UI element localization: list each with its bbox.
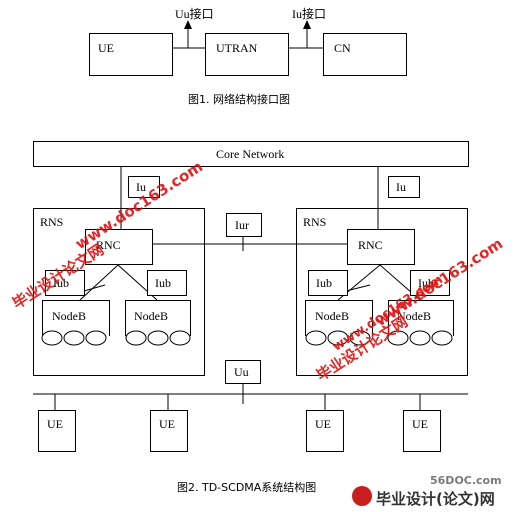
footer-site-watermark: 56DOC.com bbox=[430, 474, 502, 487]
nodeb-label: NodeB bbox=[52, 309, 86, 323]
rns-left-box: RNS bbox=[33, 208, 205, 376]
nodeb-box: NodeB bbox=[388, 300, 454, 336]
fig1-utran-label: UTRAN bbox=[216, 41, 258, 55]
rnc-right-label: RNC bbox=[358, 238, 383, 252]
rns-left-label: RNS bbox=[40, 215, 64, 229]
nodeb-label: NodeB bbox=[315, 309, 349, 323]
fig1-caption: 图1. 网络结构接口图 bbox=[188, 93, 290, 106]
nodeb-cylinders bbox=[41, 330, 453, 346]
footer-logo-icon bbox=[352, 486, 372, 506]
fig1-ue-box: UE bbox=[89, 33, 173, 76]
rnc-right-box: RNC bbox=[347, 229, 415, 265]
iur-label: Iur bbox=[235, 218, 249, 232]
ue-label: UE bbox=[159, 417, 175, 431]
fig1-ue-label: UE bbox=[98, 41, 114, 55]
nodeb-box: NodeB bbox=[125, 300, 191, 336]
iub-box: Iub bbox=[45, 270, 85, 296]
iub-label: Iub bbox=[316, 276, 332, 290]
ue-box: UE bbox=[38, 410, 76, 452]
iu-left-box: Iu bbox=[128, 176, 160, 198]
fig2-caption: 图2. TD-SCDMA系统结构图 bbox=[177, 481, 317, 494]
fig1-uu-interface-label: Uu接口 bbox=[175, 7, 214, 21]
ue-label: UE bbox=[412, 417, 428, 431]
core-network-box: Core Network bbox=[33, 141, 469, 167]
ue-label: UE bbox=[47, 417, 63, 431]
iub-label: Iub bbox=[418, 276, 434, 290]
fig1-iu-interface-label: Iu接口 bbox=[292, 7, 326, 21]
ue-label: UE bbox=[315, 417, 331, 431]
core-network-label: Core Network bbox=[216, 147, 285, 161]
iub-box: Iub bbox=[147, 270, 187, 296]
iub-label: Iub bbox=[155, 276, 171, 290]
ue-box: UE bbox=[150, 410, 188, 452]
nodeb-box: NodeB bbox=[305, 300, 373, 336]
ue-box: UE bbox=[403, 410, 441, 452]
fig1-cn-box: CN bbox=[323, 33, 407, 76]
rns-right-label: RNS bbox=[303, 215, 327, 229]
iu-right-box: Iu bbox=[388, 176, 420, 198]
fig1-cn-label: CN bbox=[334, 41, 351, 55]
rns-right-box: RNS bbox=[296, 208, 468, 376]
uu-label: Uu bbox=[234, 365, 249, 379]
nodeb-label: NodeB bbox=[134, 309, 168, 323]
iu-right-label: Iu bbox=[396, 180, 406, 194]
footer-brand-watermark: 毕业设计(论文)网 bbox=[376, 490, 495, 508]
ue-box: UE bbox=[306, 410, 344, 452]
uu-box: Uu bbox=[225, 360, 261, 384]
iur-box: Iur bbox=[226, 213, 262, 237]
fig1-utran-box: UTRAN bbox=[205, 33, 289, 76]
rnc-left-label: RNC bbox=[96, 238, 121, 252]
iub-box: Iub bbox=[410, 270, 450, 296]
iub-box: Iub bbox=[308, 270, 348, 296]
nodeb-label: NodeB bbox=[397, 309, 431, 323]
iub-label: Iub bbox=[53, 276, 69, 290]
nodeb-box: NodeB bbox=[42, 300, 110, 336]
rnc-left-box: RNC bbox=[85, 229, 153, 265]
iu-left-label: Iu bbox=[136, 180, 146, 194]
